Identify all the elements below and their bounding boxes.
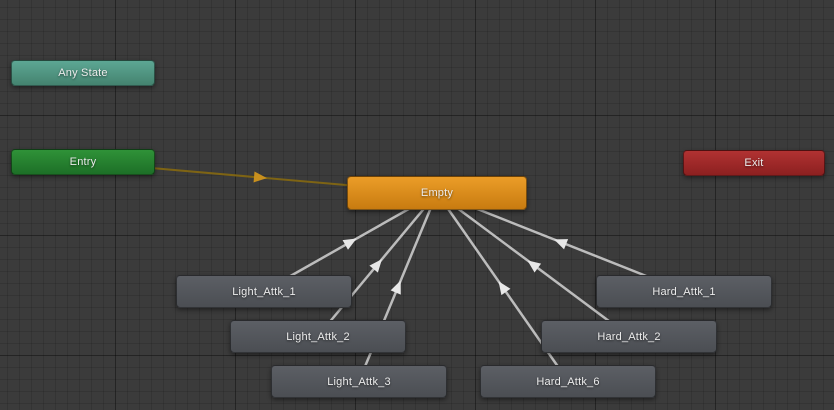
state-label: Any State <box>58 67 108 79</box>
state-node-light-attk-2[interactable]: Light_Attk_2 <box>230 320 406 353</box>
state-node-any-state[interactable]: Any State <box>11 60 155 86</box>
state-node-exit[interactable]: Exit <box>683 150 825 176</box>
transition-hard-attk-2-to-empty[interactable] <box>436 191 630 338</box>
state-node-hard-attk-2[interactable]: Hard_Attk_2 <box>541 320 717 353</box>
state-label: Entry <box>69 156 97 168</box>
state-node-light-attk-1[interactable]: Light_Attk_1 <box>176 275 352 308</box>
state-label: Empty <box>420 187 454 199</box>
state-node-entry[interactable]: Entry <box>11 149 155 175</box>
state-label: Hard_Attk_6 <box>536 375 600 388</box>
state-label: Exit <box>744 157 764 169</box>
state-label: Light_Attk_2 <box>286 330 350 343</box>
state-label: Hard_Attk_1 <box>652 285 716 298</box>
transition-light-attk-2-to-empty[interactable] <box>317 192 438 337</box>
state-label: Light_Attk_1 <box>232 285 296 298</box>
state-node-empty[interactable]: Empty <box>347 176 527 210</box>
state-node-hard-attk-1[interactable]: Hard_Attk_1 <box>596 275 772 308</box>
state-node-hard-attk-6[interactable]: Hard_Attk_6 <box>480 365 656 398</box>
state-label: Hard_Attk_2 <box>597 330 661 343</box>
state-node-light-attk-3[interactable]: Light_Attk_3 <box>271 365 447 398</box>
state-label: Light_Attk_3 <box>327 375 391 388</box>
